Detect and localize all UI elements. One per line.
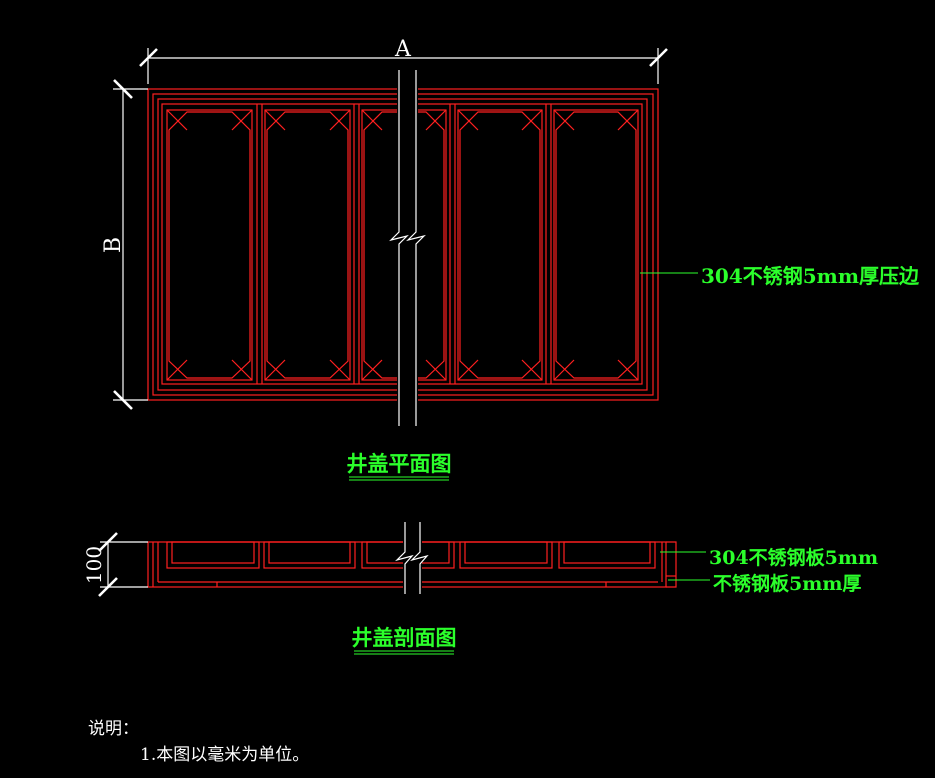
- plan-panel-4: [457, 109, 543, 381]
- section-callout-bottom-text: 不锈钢板5mm厚: [713, 572, 861, 595]
- section-callout-top-text: 304不锈钢板5mm: [709, 546, 878, 569]
- plan-dimension-height: [113, 79, 148, 410]
- plan-dividers: [256, 104, 552, 384]
- section-break-line: [394, 522, 429, 594]
- plan-panel-2: [264, 109, 351, 381]
- plan-break-line: [389, 70, 426, 426]
- notes: 说明： 1.本图以毫米为单位。: [88, 716, 309, 768]
- plan-panel-1: [166, 109, 253, 381]
- notes-item-1: 1.本图以毫米为单位。: [140, 745, 310, 765]
- plan-dim-width-label: A: [394, 37, 412, 62]
- section-ribs: [166, 541, 656, 569]
- plan-panel-5: [553, 109, 639, 381]
- section-dimension-height: [98, 532, 148, 597]
- plan-callout-text: 304不锈钢5mm厚压边: [701, 264, 920, 288]
- section-dim-height-label: 100: [82, 546, 106, 584]
- section-title: 井盖剖面图: [352, 625, 457, 650]
- notes-heading: 说明：: [88, 719, 139, 739]
- plan-dim-height-label: B: [101, 237, 126, 253]
- plan-title: 井盖平面图: [347, 451, 452, 476]
- plan-dimension-width: [139, 48, 668, 84]
